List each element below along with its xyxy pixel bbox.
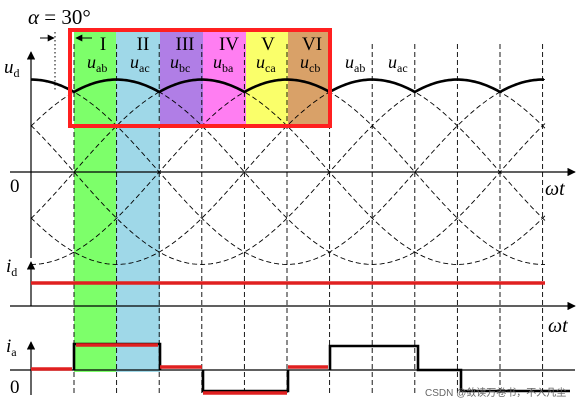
region-strip-2	[116, 30, 160, 372]
axis-labels: ud 0 ωt id ωt ia 0	[4, 57, 568, 398]
region-strip-4	[203, 30, 246, 126]
highlight-box	[68, 28, 332, 128]
voltage-label-2: uac	[130, 52, 150, 75]
voltage-label-3: ubc	[170, 52, 190, 75]
wt-label-voltage: ωt	[545, 178, 565, 200]
ia-label-sub: a	[11, 345, 17, 359]
line-voltage-curve-3	[31, 79, 545, 265]
alpha-symbol: α	[28, 5, 40, 29]
line-voltage-curve-2	[30, 79, 546, 265]
region-strip-3	[160, 30, 203, 126]
ud-output-envelope	[31, 78, 544, 94]
region-label-1: I	[100, 34, 106, 55]
ia-label: i	[6, 336, 11, 357]
ud-label-sub: d	[14, 66, 20, 80]
watermark: CSDN @敛读万卷书，不入凡尘	[425, 386, 566, 399]
voltage-label-7: uab	[345, 52, 365, 75]
region-label-2: II	[137, 34, 150, 55]
id-label-sub: d	[11, 265, 17, 279]
ia-red-segments	[31, 343, 328, 395]
voltage-label-4: uba	[213, 52, 234, 75]
region-strips	[74, 30, 328, 372]
zero-label-ia: 0	[10, 377, 20, 398]
zero-label-voltage: 0	[10, 176, 20, 197]
region-label-3: III	[176, 34, 195, 55]
alpha-annotation: α = 30°	[28, 5, 92, 90]
region-strip-6	[288, 30, 328, 126]
wt-label-id: ωt	[548, 315, 568, 337]
id-label: i	[6, 256, 11, 277]
svg-text:ia: ia	[6, 336, 17, 359]
commutation-dashed-lines	[73, 44, 544, 395]
svg-text:id: id	[6, 256, 17, 279]
region-label-4: IV	[219, 34, 239, 55]
alpha-value: = 30°	[44, 5, 91, 29]
region-strip-1	[74, 30, 116, 372]
region-label-5: V	[261, 34, 275, 55]
ud-label: u	[4, 57, 14, 78]
ia-current-waveform	[31, 342, 570, 395]
region-strip-5	[246, 30, 288, 126]
voltage-label-8: uac	[388, 52, 408, 75]
voltage-label-5: uca	[256, 52, 276, 75]
voltage-label-6: ucb	[300, 52, 320, 75]
voltage-label-1: uab	[87, 52, 107, 75]
svg-text:α = 30°: α = 30°	[28, 5, 91, 29]
region-label-6: VI	[302, 34, 322, 55]
axes	[10, 51, 576, 395]
svg-text:ud: ud	[4, 57, 20, 80]
